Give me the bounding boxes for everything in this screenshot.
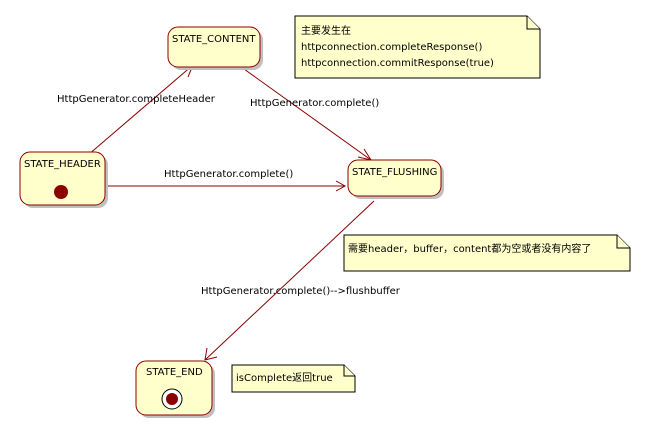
note-top-line1: 主要发生在 (301, 24, 351, 37)
note-end-text: isComplete返回true (236, 372, 333, 384)
note-top: 主要发生在 httpconnection.completeResponse() … (294, 15, 541, 79)
transition-header-to-flushing (105, 180, 347, 192)
state-end-label: STATE_END (146, 367, 203, 378)
transition-flushing-to-end (204, 200, 375, 361)
state-flushing[interactable]: STATE_FLUSHING (347, 159, 444, 199)
note-flushing: 需要header，buffer，content都为空或者没有内容了 (343, 234, 631, 272)
note-end: isComplete返回true (231, 364, 356, 393)
label-header-to-content: HttpGenerator.completeHeader (57, 94, 216, 105)
state-end[interactable]: STATE_END (135, 360, 215, 418)
note-top-line2: httpconnection.completeResponse() (301, 42, 482, 53)
note-flushing-text: 需要header，buffer，content都为空或者没有内容了 (348, 242, 591, 255)
note-top-line3: httpconnection.commitResponse(true) (301, 58, 494, 69)
state-header-label: STATE_HEADER (24, 159, 101, 170)
state-flushing-label: STATE_FLUSHING (352, 167, 437, 178)
state-header[interactable]: STATE_HEADER (19, 151, 108, 208)
final-state-marker (166, 393, 178, 405)
label-header-to-flushing: HttpGenerator.complete() (164, 169, 293, 180)
label-content-to-flushing: HttpGenerator.complete() (250, 98, 379, 109)
initial-state-marker (54, 185, 68, 199)
label-flushing-to-end: HttpGenerator.complete()-->flushbuffer (201, 286, 401, 297)
state-content[interactable]: STATE_CONTENT (167, 26, 263, 70)
state-content-label: STATE_CONTENT (172, 34, 256, 45)
transition-header-to-content (87, 64, 194, 156)
